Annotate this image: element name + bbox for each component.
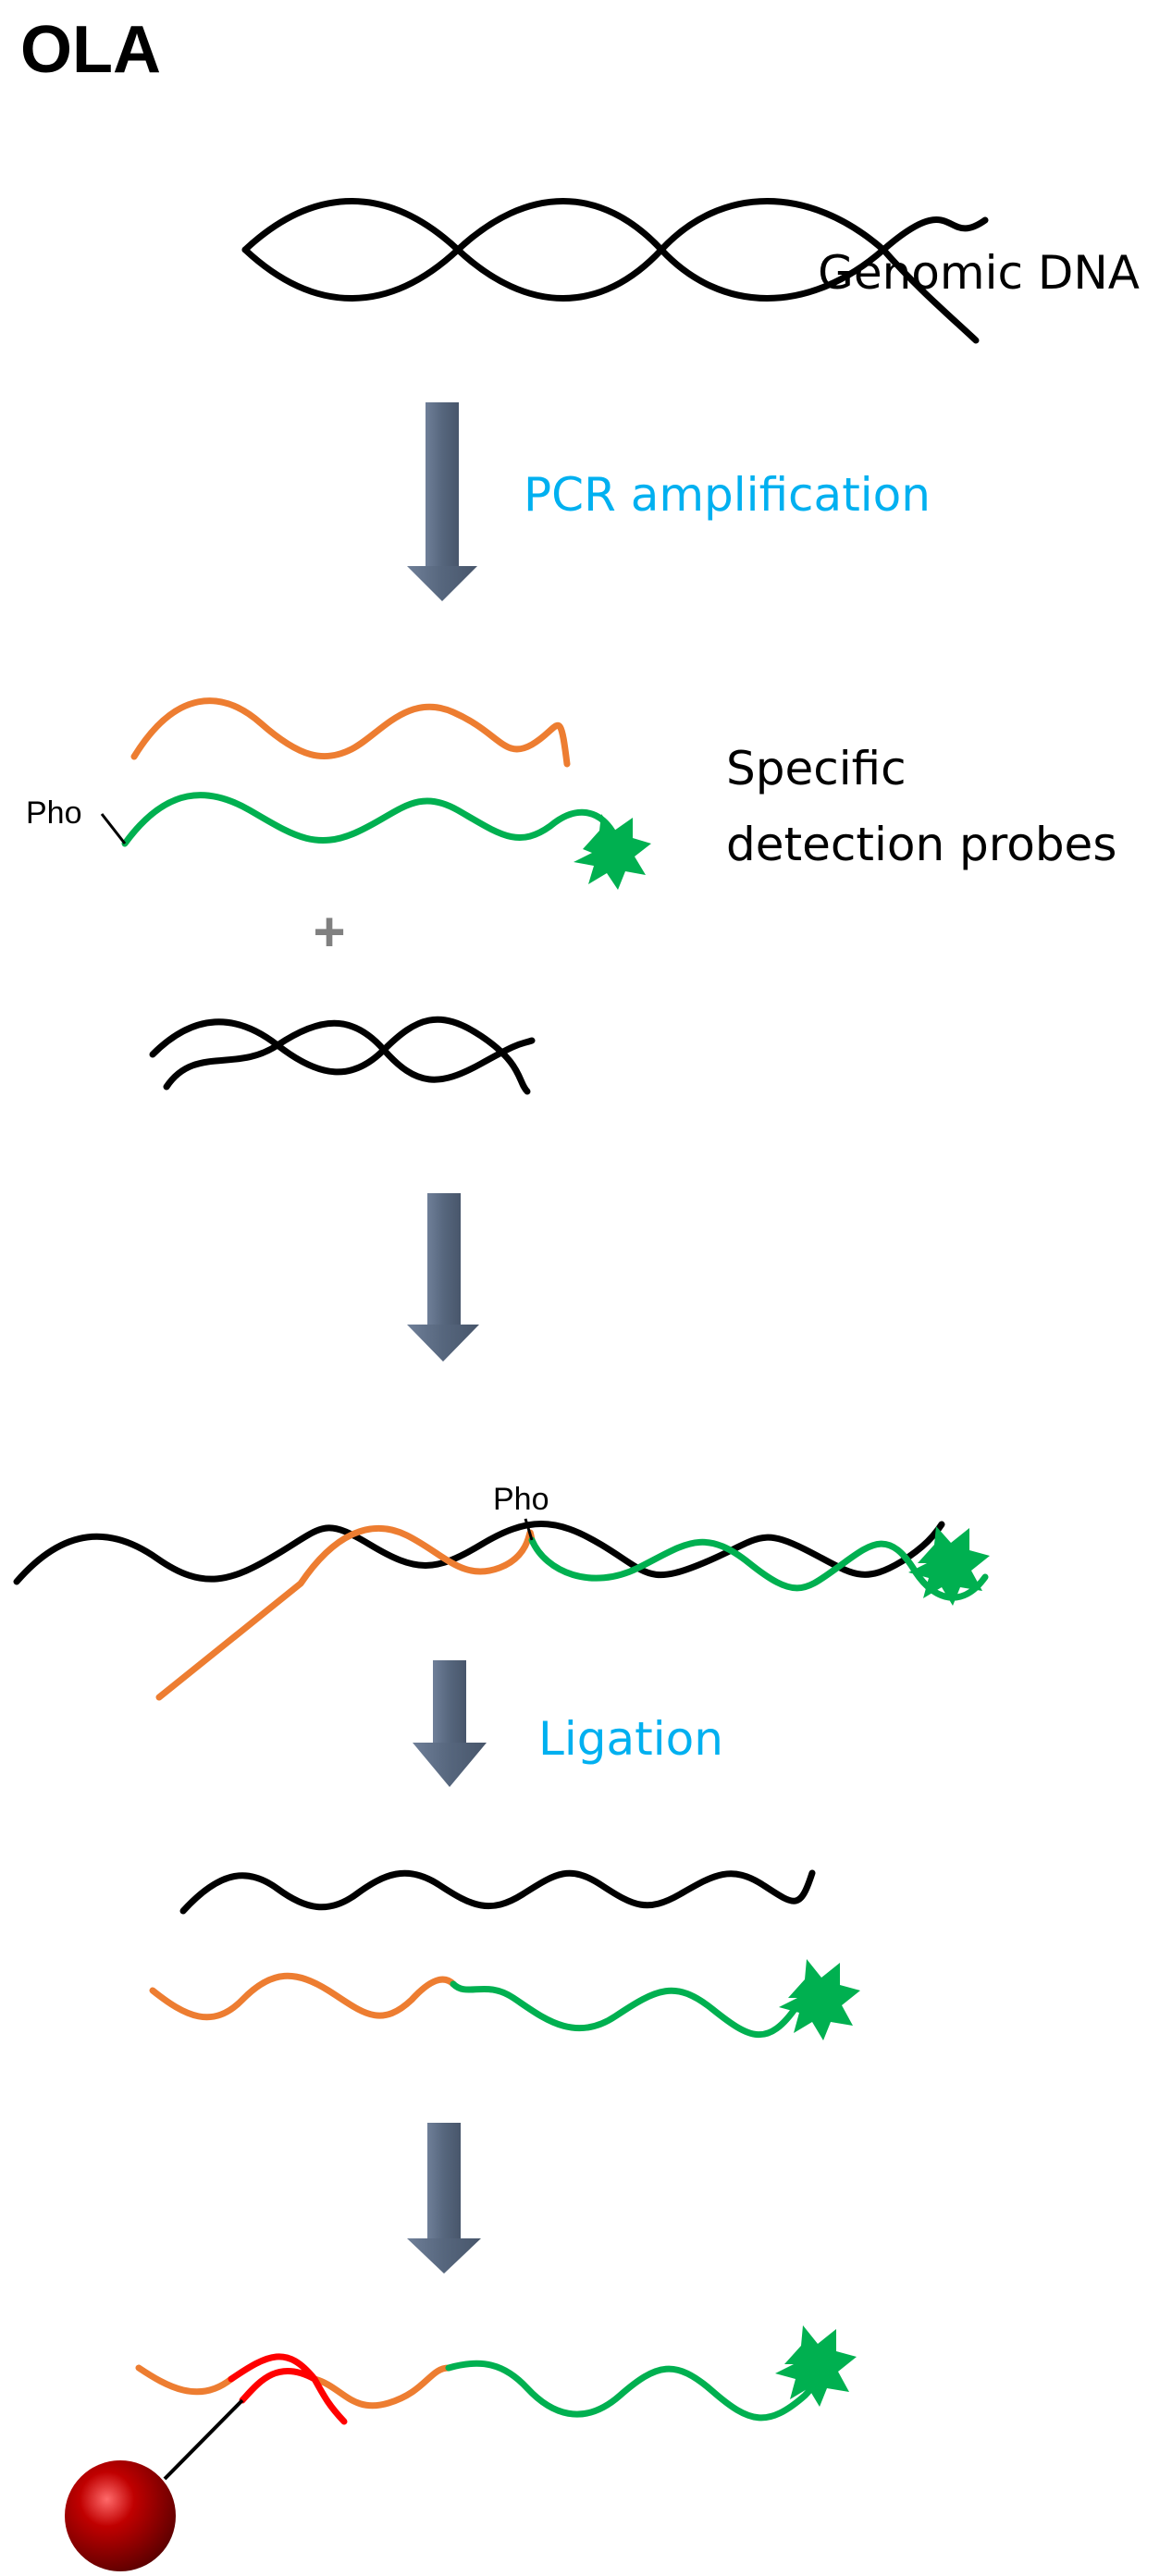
captured-green-segment [445, 2360, 825, 2422]
captured-orange-segment [135, 2364, 452, 2410]
ligated-green-segment [450, 1980, 801, 2039]
red-bead-icon [65, 2460, 176, 2571]
probes-label-line2: detection probes [726, 818, 1116, 871]
diagram-title: OLA [20, 13, 161, 87]
bead-linker [163, 2398, 244, 2481]
orange-probe-bound [155, 1524, 536, 1701]
ligation-label: Ligation [538, 1712, 723, 1766]
pho-label-bound: Pho [493, 1482, 549, 1517]
pho-linker [100, 813, 127, 844]
down-arrow-icon [407, 2123, 481, 2274]
down-arrow-icon [413, 1660, 487, 1787]
green-star-burst-icon [775, 2325, 857, 2407]
pcr-amplification-label: PCR amplification [524, 468, 931, 522]
target-dna-helix [149, 1016, 536, 1095]
down-arrow-icon [407, 1193, 479, 1362]
pho-linker-bound [524, 1518, 534, 1541]
target-strand [13, 1521, 945, 1585]
red-capture-segment [228, 2353, 348, 2425]
genomic-dna-helix [241, 198, 989, 344]
released-target-strand [179, 1869, 816, 1915]
green-star-burst-icon [908, 1526, 990, 1606]
probes-label-line1: Specific [726, 742, 907, 795]
down-arrow-icon [407, 402, 477, 601]
orange-probe [130, 697, 571, 768]
green-star-burst-icon [779, 1959, 860, 2040]
pho-label: Pho [26, 795, 82, 831]
green-star-burst-icon [574, 814, 651, 890]
ligated-orange-segment [149, 1972, 457, 2021]
genomic-dna-label: Genomic DNA [818, 246, 1140, 300]
green-probe [121, 792, 622, 847]
plus-sign: + [313, 901, 345, 963]
